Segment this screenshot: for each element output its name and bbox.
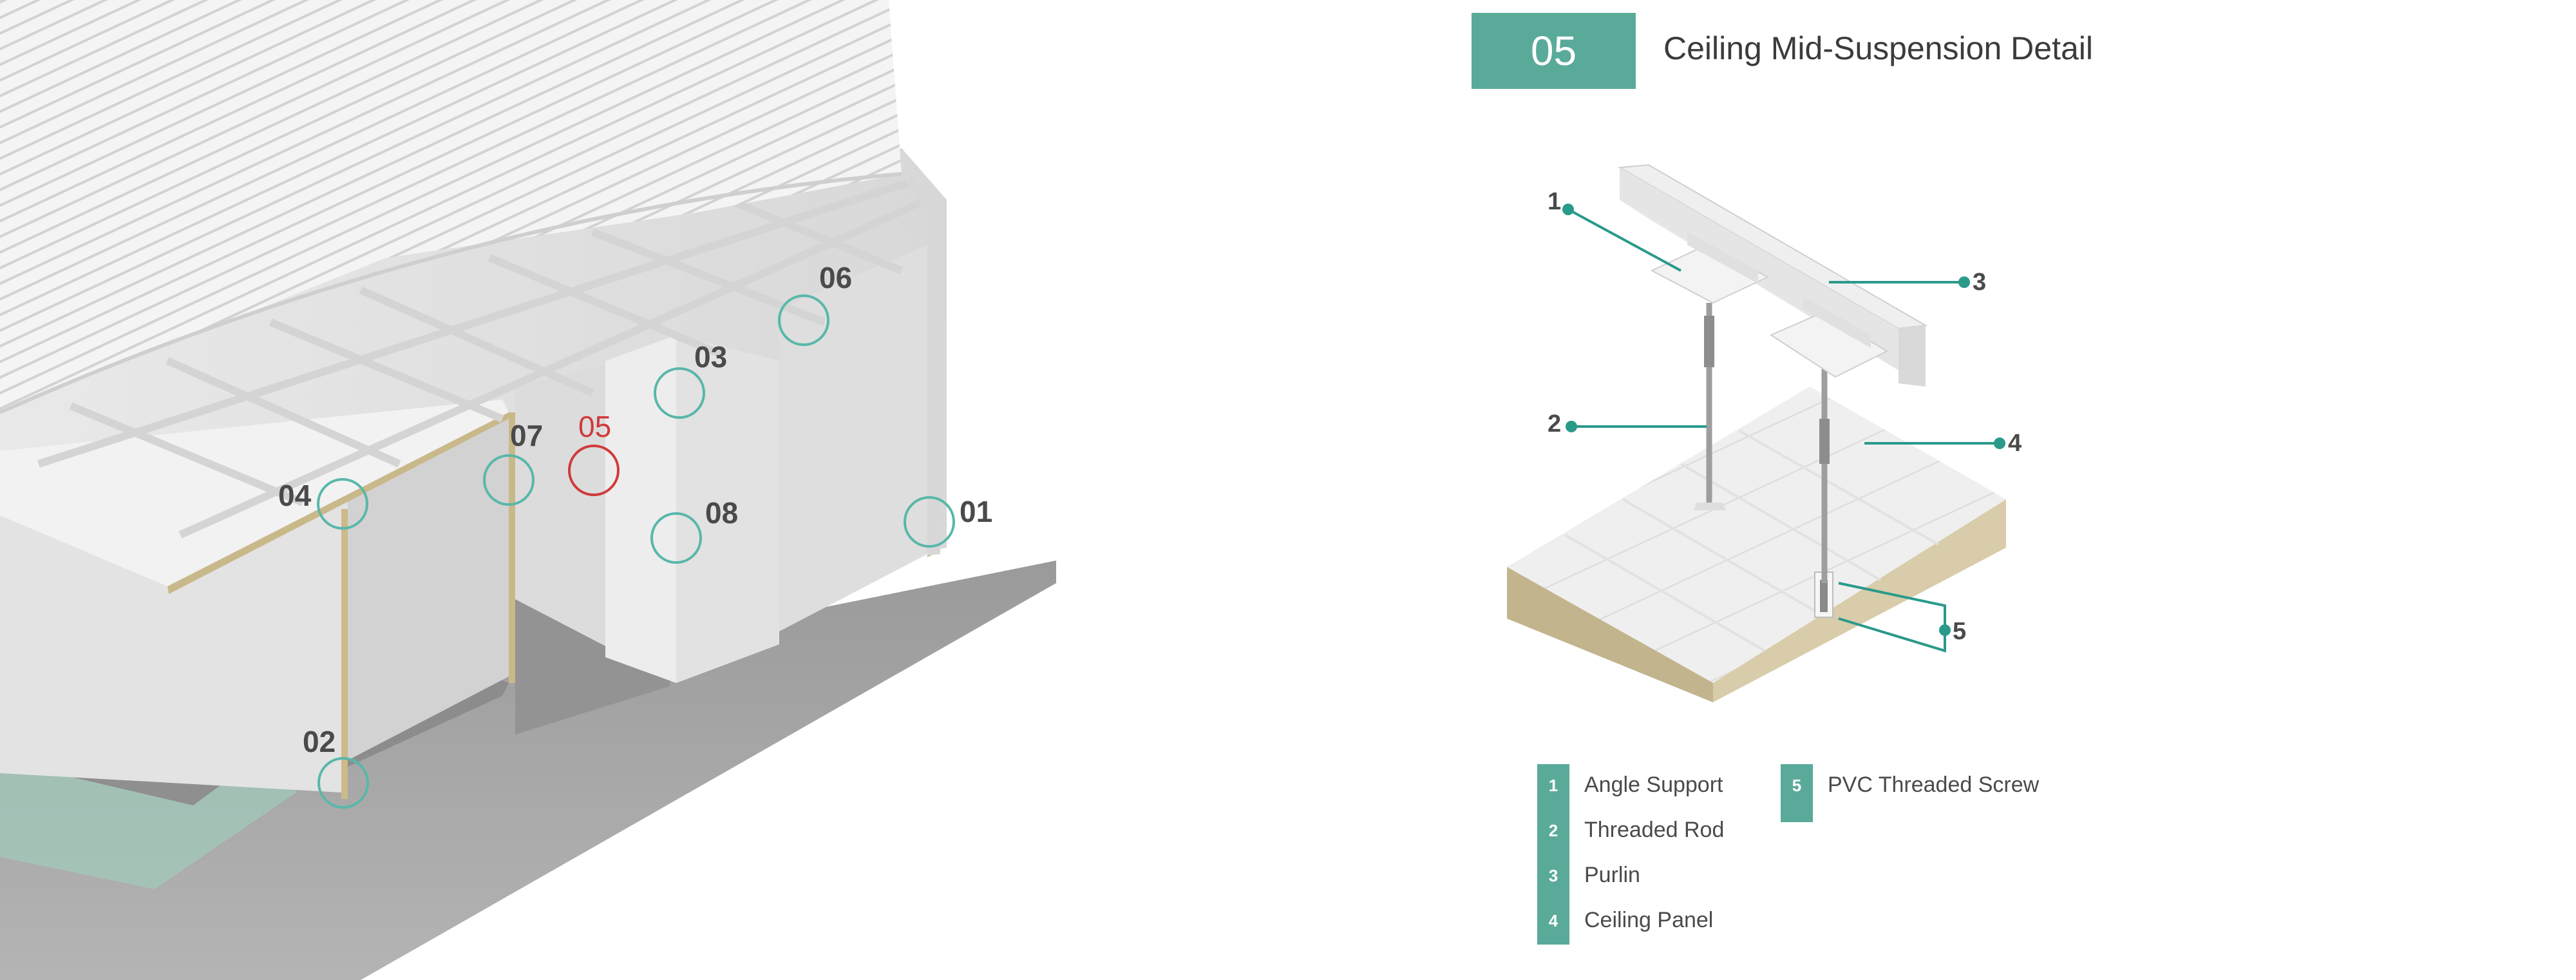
callout-label-4: 4 (2008, 430, 2022, 457)
legend-label-4: Ceiling Panel (1584, 908, 1714, 932)
marker-label-01: 01 (960, 495, 992, 528)
room-wall-left (0, 496, 341, 793)
roof-purlins (37, 177, 929, 539)
legend-label-3: Purlin (1584, 863, 1640, 887)
building-overview (0, 0, 1056, 980)
marker-label-08: 08 (705, 496, 738, 530)
marker-01[interactable]: 01 (904, 495, 992, 548)
callout-label-5: 5 (1953, 618, 1966, 645)
angle-support (1650, 232, 1889, 378)
legend-number-2: 2 (1537, 809, 1569, 854)
marker-label-06: 06 (819, 261, 852, 294)
detail-title: Ceiling Mid-Suspension Detail (1663, 30, 2093, 66)
legend-label-1: Angle Support (1584, 773, 1723, 797)
legend-number-4: 4 (1537, 899, 1569, 945)
legend-label-5: PVC Threaded Screw (1828, 773, 2040, 797)
detail-callouts: 1 2 3 4 5 (1548, 188, 2022, 653)
legend-label-2: Threaded Rod (1584, 818, 1725, 842)
callout-label-1: 1 (1548, 188, 1561, 215)
marker-label-03: 03 (694, 340, 727, 374)
marker-07[interactable]: 07 (483, 419, 543, 506)
marker-02[interactable]: 02 (303, 725, 369, 809)
overview-markers: 01 02 03 04 05 06 07 08 (278, 261, 992, 809)
marker-label-02: 02 (303, 725, 336, 758)
partition-wall (509, 412, 515, 683)
marker-label-07: 07 (510, 419, 543, 452)
callout-label-2: 2 (1548, 410, 1561, 437)
marker-label-04: 04 (278, 479, 312, 512)
corrugated-roof (0, 0, 902, 412)
marker-04[interactable]: 04 (278, 478, 368, 530)
marker-03[interactable]: 03 (654, 340, 727, 419)
marker-label-05: 05 (578, 410, 611, 443)
callout-4: 4 (1864, 430, 2022, 457)
legend-number-3: 3 (1537, 854, 1569, 899)
legend-number-1: 1 (1537, 764, 1569, 809)
marker-05[interactable]: 05 (568, 410, 620, 496)
marker-06[interactable]: 06 (778, 261, 852, 346)
callout-5: 5 (1838, 582, 1966, 653)
callout-1: 1 (1548, 188, 1681, 272)
legend-number-5: 5 (1781, 764, 1813, 822)
callout-label-3: 3 (1973, 269, 1986, 296)
callout-2: 2 (1548, 410, 1707, 437)
marker-08[interactable]: 08 (650, 496, 738, 564)
callout-3: 3 (1829, 269, 1986, 296)
ceiling-panel (1507, 387, 2006, 683)
detail-number-badge: 05 (1472, 13, 1636, 89)
detail-drawing (1507, 164, 2006, 702)
